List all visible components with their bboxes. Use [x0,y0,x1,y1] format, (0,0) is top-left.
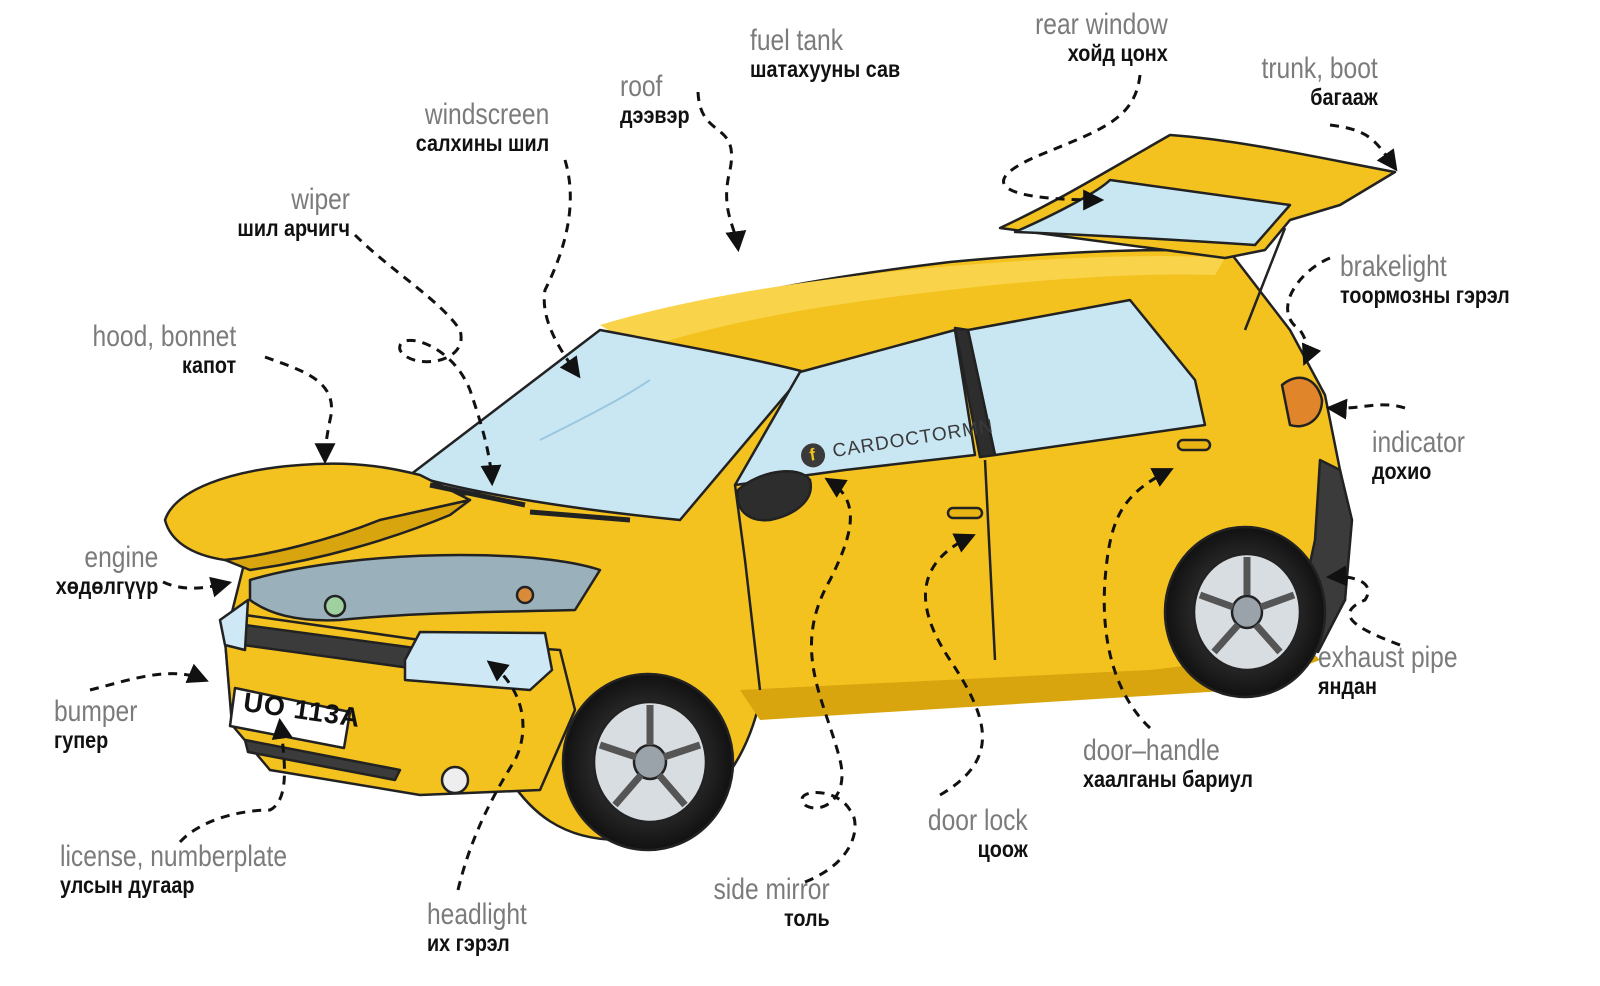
label-windscreen: windscreen салхины шил [394,100,549,155]
label-en: trunk, boot [1261,52,1378,85]
label-trunk: trunk, boot багааж [1236,54,1378,109]
leader-side-mirror [800,477,857,884]
leader-bumper [89,663,209,692]
label-mn: толь [784,905,830,931]
door-handle-front [946,506,984,520]
leader-engine [162,576,233,598]
door-seam-2 [983,459,997,661]
label-en: rear window [1035,8,1168,41]
label-mn: цоож [977,836,1028,862]
label-bumper: bumper гупер [54,697,156,752]
leader-door-lock [923,533,984,797]
leader-headlight [456,660,525,891]
leader-hood [264,355,336,465]
label-rear-window: rear window хойд цонх [1006,10,1168,65]
label-mn: салхины шил [415,130,549,156]
leader-rear-window [1002,74,1142,211]
b-pillar [953,326,997,459]
hood-underside [223,498,472,572]
label-roof: roof дээвэр [620,72,701,127]
label-mn: багааж [1310,84,1378,110]
front-wheel [561,672,735,852]
wiper-blade [429,482,631,523]
label-exhaust: exhaust pipe яндан [1318,643,1488,698]
label-license: license, numberplate улсын дугаар [60,842,337,897]
label-en: windscreen [424,98,549,131]
engine-cap [323,594,347,618]
label-en: engine [84,541,158,574]
label-en: roof [620,70,663,103]
label-en: brakelight [1340,250,1447,283]
label-en: side mirror [713,873,830,906]
headlight-shape [403,630,554,692]
label-mn: хаалганы бариул [1083,766,1253,792]
side-mirror-shape [736,470,813,522]
label-en: wiper [291,183,350,216]
tail-light [1280,376,1324,428]
windscreen-glass [408,328,807,522]
label-engine: engine хөдөлгүүр [39,543,158,598]
label-headlight: headlight их гэрэл [427,900,549,955]
label-mn: яндан [1318,673,1378,699]
label-mn: шатахууны сав [750,56,901,82]
leader-fuel-tank [696,91,747,253]
door-seam [733,484,762,691]
label-en: bumper [54,695,138,728]
label-mn: тоормозны гэрэл [1340,282,1510,308]
headlight-left [218,598,250,652]
label-en: exhaust pipe [1318,641,1458,674]
label-hood: hood, bonnet капот [61,322,236,377]
trunk-strut [1243,227,1287,331]
windscreen-reflection [539,379,651,441]
label-en: hood, bonnet [92,320,236,353]
label-brakelight: brakelight тоормозны гэрэл [1340,252,1537,307]
label-side-mirror: side mirror толь [688,875,830,930]
label-en: headlight [427,898,527,931]
label-indicator: indicator дохио [1372,428,1485,483]
label-en: fuel tank [750,24,844,57]
label-wiper: wiper шил арчигч [219,185,350,240]
label-mn: улсын дугаар [60,872,195,898]
label-en: indicator [1372,426,1465,459]
leader-windscreen [542,159,581,379]
label-mn: капот [181,352,236,378]
leader-wiper [353,233,502,487]
label-mn: их гэрэл [427,930,510,956]
leader-lines [89,74,1406,891]
fog-light [440,765,470,795]
car-illustration [163,133,1397,852]
label-en: door–handle [1083,734,1220,767]
car-lower-shade [740,640,1320,720]
label-mn: шил арчигч [237,215,350,241]
label-mn: дээвэр [620,102,690,128]
label-fuel-tank: fuel tank шатахууны сав [750,26,925,81]
leader-indicator [1325,398,1406,420]
leader-brakelight [1286,256,1331,366]
facebook-icon: f [799,441,827,470]
label-door-lock: door lock цоож [906,806,1028,861]
label-mn: дохио [1372,458,1432,484]
hood-panel [163,462,472,562]
front-side-window [733,328,977,487]
leader-license [178,717,293,844]
label-en: license, numberplate [60,840,287,873]
engine-cap-2 [515,585,535,605]
rear-window-glass [1013,178,1292,247]
leader-trunk [1329,123,1398,172]
label-en: door lock [928,804,1028,837]
leader-exhaust [1325,565,1401,647]
leader-door-handle [1102,468,1174,730]
door-handle-rear [1176,438,1212,452]
label-mn: хөдөлгүүр [55,573,158,599]
label-mn: хойд цонх [1067,40,1168,66]
rear-wheel [1163,525,1327,699]
label-mn: гупер [54,727,109,753]
label-door-handle: door–handle хаалганы бариул [1083,736,1281,791]
